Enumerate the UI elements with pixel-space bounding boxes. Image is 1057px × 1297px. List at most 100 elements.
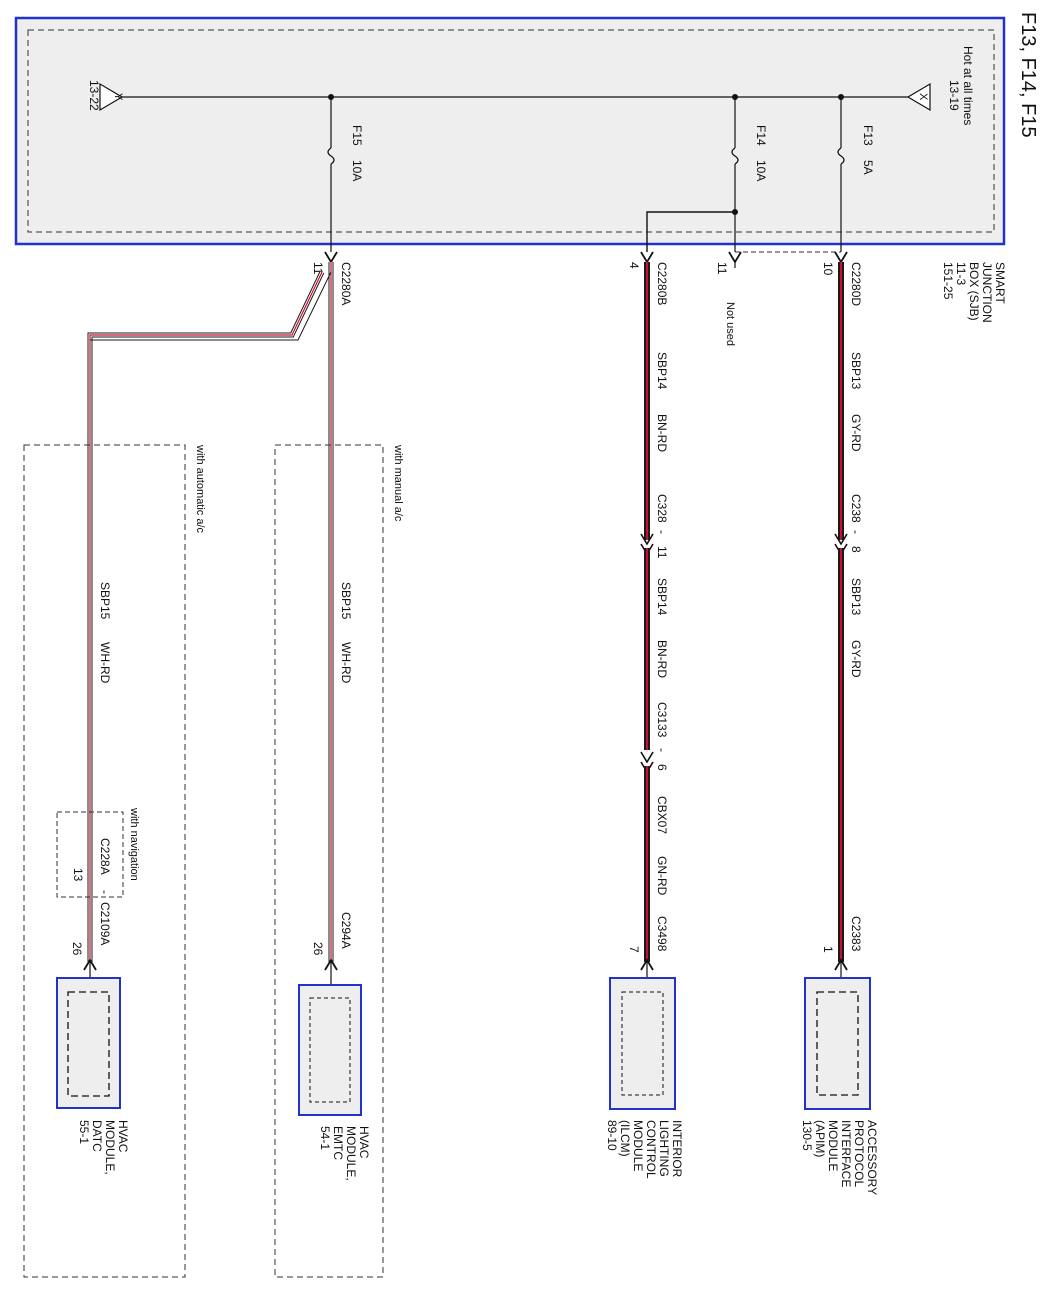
module-ilcm-label: INTERIOR LIGHTING CONTROL MODULE (ILCM) … <box>605 1120 684 1179</box>
svg-text:BOX (SJB): BOX (SJB) <box>967 262 981 321</box>
fuse-f14-icon <box>731 147 739 165</box>
f15-wire <box>83 262 338 998</box>
apim-seg1-color: GY-RD <box>849 414 863 452</box>
emtc-end-connector: C294A <box>339 912 353 949</box>
module-datc <box>56 977 121 1109</box>
svg-text:54-1: 54-1 <box>318 1126 332 1150</box>
fuse-f15-name: F15 <box>350 125 364 146</box>
svg-text:130-5: 130-5 <box>800 1120 814 1151</box>
module-datc-label: HVAC MODULE, DATC 55-1 <box>77 1120 130 1175</box>
ilcm-inline2-connector: C3133 <box>655 702 669 738</box>
pin-c2280d: 10 <box>821 262 835 276</box>
svg-text:LIGHTING: LIGHTING <box>657 1120 671 1177</box>
svg-text:(ILCM): (ILCM) <box>618 1120 632 1157</box>
pin-f14-unused: 11 <box>715 262 729 275</box>
module-emtc-label: HVAC MODULE, EMTC 54-1 <box>318 1126 371 1181</box>
connector-c2280a: C2280A <box>339 262 353 305</box>
sjb-name: SMART JUNCTION BOX (SJB) 11-3 151-25 <box>941 262 1007 323</box>
ilcm-seg1-circuit: SBP14 <box>655 352 669 390</box>
datc-end-connector: C2109A <box>98 902 112 945</box>
pin-c2280a: 11 <box>311 262 325 275</box>
svg-text:DATC: DATC <box>90 1120 104 1152</box>
apim-inline-sep: - <box>849 530 863 534</box>
not-used-note: Not used <box>724 302 736 346</box>
svg-text:CONTROL: CONTROL <box>644 1120 658 1179</box>
emtc-seg1-color: WH-RD <box>339 642 353 684</box>
svg-text:INTERIOR: INTERIOR <box>670 1120 684 1178</box>
datc-seg1-color: WH-RD <box>98 642 112 684</box>
apim-seg2-circuit: SBP13 <box>849 578 863 616</box>
svg-text:HVAC: HVAC <box>116 1120 130 1153</box>
ilcm-inline1-connector: C328 <box>655 494 669 523</box>
datc-nav-pin: 13 <box>71 868 85 882</box>
apim-end-connector: C2383 <box>849 916 863 952</box>
fuse-f14-name: F14 <box>754 125 768 146</box>
connector-c2280d: C2280D <box>849 262 863 306</box>
pin-c2280b: 4 <box>627 262 641 269</box>
apim-end-pin: 1 <box>821 946 835 953</box>
manual-ac-label: with manual a/c <box>392 444 404 522</box>
smart-junction-box: X Hot at all times 13-19 Y 13-22 F13 5A … <box>14 16 1006 252</box>
sjb-connector-arrows <box>324 251 848 264</box>
x-flag-letter: X <box>917 93 929 101</box>
svg-text:ACCESSORY: ACCESSORY <box>865 1120 879 1195</box>
apim-seg2-color: GY-RD <box>849 640 863 678</box>
x-flag-icon <box>906 82 931 112</box>
module-emtc <box>298 984 362 1116</box>
ilcm-seg2-color: BN-RD <box>655 640 669 678</box>
ilcm-seg2-circuit: SBP14 <box>655 578 669 616</box>
automatic-ac-region <box>23 444 186 1278</box>
emtc-end-pin: 26 <box>311 942 325 956</box>
datc-end-pin: 26 <box>70 942 84 956</box>
navigation-region <box>56 811 124 898</box>
fuse-f13-icon <box>837 147 845 165</box>
ilcm-end-connector: C3498 <box>655 916 669 952</box>
y-flag-letter: Y <box>112 93 124 101</box>
svg-text:SMART: SMART <box>993 262 1007 304</box>
ilcm-seg3-color: GN-RD <box>655 856 669 896</box>
svg-text:55-1: 55-1 <box>77 1120 91 1144</box>
manual-ac-region <box>274 444 384 1278</box>
ilcm-wire <box>640 262 654 992</box>
ilcm-end-pin: 7 <box>627 946 641 953</box>
ilcm-inline1-pin: 11 <box>655 546 669 559</box>
svg-text:JUNCTION: JUNCTION <box>980 262 994 323</box>
svg-text:HVAC: HVAC <box>357 1126 371 1159</box>
apim-wire <box>834 262 848 992</box>
ilcm-inline2-sep: - <box>655 748 669 752</box>
svg-text:MODULE,: MODULE, <box>344 1126 358 1181</box>
apim-inline-connector: C238 <box>849 494 863 523</box>
navigation-label: with navigation <box>128 807 140 881</box>
y-flag-icon <box>99 82 124 112</box>
svg-text:PROTOCOL: PROTOCOL <box>852 1120 866 1187</box>
module-ilcm <box>609 977 676 1110</box>
svg-text:89-10: 89-10 <box>605 1120 619 1151</box>
automatic-ac-label: with automatic a/c <box>194 444 206 534</box>
svg-text:MODULE,: MODULE, <box>103 1120 117 1175</box>
svg-text:INTERFACE: INTERFACE <box>839 1120 853 1187</box>
datc-nav-connector: C228A <box>98 838 112 875</box>
emtc-seg1-circuit: SBP15 <box>339 582 353 620</box>
ilcm-seg1-color: BN-RD <box>655 414 669 452</box>
datc-nav-sep: - <box>98 890 112 894</box>
ilcm-inline2-pin: 6 <box>655 764 669 771</box>
page-title: F13, F14, F15 <box>1017 12 1039 138</box>
connector-c2280b: C2280B <box>655 262 669 305</box>
y-flag-ref: 13-22 <box>87 80 101 111</box>
fuse-f15-rating: 10A <box>350 160 364 181</box>
svg-text:EMTC: EMTC <box>331 1126 345 1160</box>
x-flag-ref: 13-19 <box>947 80 961 111</box>
fuse-f15-icon <box>327 147 335 165</box>
svg-text:(APIM): (APIM) <box>813 1120 827 1157</box>
fuse-f13-rating: 5A <box>861 160 875 175</box>
svg-text:MODULE: MODULE <box>631 1120 645 1171</box>
ilcm-inline1-sep: - <box>655 530 669 534</box>
svg-text:151-25: 151-25 <box>941 262 955 300</box>
apim-seg1-circuit: SBP13 <box>849 352 863 390</box>
svg-text:11-3: 11-3 <box>954 262 968 285</box>
fuse-f14-rating: 10A <box>754 160 768 181</box>
ilcm-seg3-connector: CBX07 <box>655 796 669 834</box>
fuse-f13-name: F13 <box>861 125 875 146</box>
datc-seg1-circuit: SBP15 <box>98 582 112 620</box>
